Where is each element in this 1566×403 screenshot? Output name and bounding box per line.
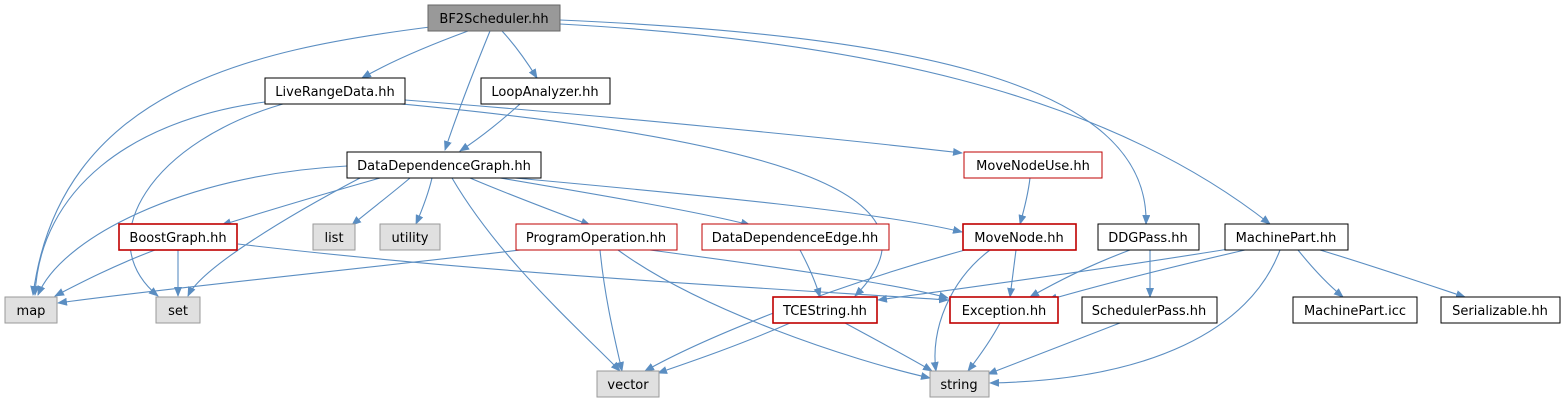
node-label: Exception.hh [962, 304, 1047, 319]
node-movenodeuse[interactable]: MoveNodeUse.hh [963, 151, 1103, 179]
edge-bf2scheduler-ddgpass [559, 19, 1151, 225]
node-datadependenceedge[interactable]: DataDependenceEdge.hh [701, 223, 890, 251]
node-tcestring[interactable]: TCEString.hh [772, 296, 878, 324]
node-label: MachinePart.hh [1236, 231, 1337, 246]
edge-tcestring-vector [657, 322, 791, 374]
node-label: TCEString.hh [782, 304, 867, 319]
edge-boostgraph-map [54, 249, 156, 297]
node-exception[interactable]: Exception.hh [949, 296, 1059, 324]
edge-ddgpass-exception [1029, 249, 1131, 298]
node-label: set [168, 304, 188, 319]
node-boostgraph[interactable]: BoostGraph.hh [118, 223, 238, 251]
node-ddgpass[interactable]: DDGPass.hh [1097, 223, 1200, 251]
node-label: vector [607, 378, 649, 393]
node-bf2scheduler[interactable]: BF2Scheduler.hh [427, 4, 561, 32]
edge-bf2scheduler-ddg [444, 30, 491, 151]
edge-schedulerpass-string [987, 322, 1121, 375]
edge-loopanalyzer-ddg [459, 103, 521, 152]
node-machinepart[interactable]: MachinePart.hh [1224, 223, 1349, 251]
edge-exception-string [967, 322, 1001, 372]
node-string[interactable]: string [929, 370, 990, 398]
node-label: LiveRangeData.hh [275, 85, 394, 100]
edge-ddg-programoperation [469, 177, 591, 226]
node-label: map [17, 304, 46, 319]
edge-programoperation-map [57, 249, 521, 306]
node-label: DataDependenceGraph.hh [357, 159, 531, 174]
edge-liverangedata-movenodeuse [404, 99, 963, 156]
node-label: list [324, 231, 343, 246]
node-liverangedata[interactable]: LiveRangeData.hh [264, 77, 406, 105]
edge-bf2scheduler-liverangedata [361, 30, 469, 79]
node-movenode[interactable]: MoveNode.hh [962, 223, 1077, 251]
node-list[interactable]: list [312, 223, 356, 251]
node-machinepart-icc[interactable]: MachinePart.icc [1292, 296, 1418, 324]
edge-ddg-datadependenceedge [499, 177, 751, 227]
edge-ddg-utility [415, 177, 433, 225]
edge-ddg-vector [451, 177, 621, 372]
edge-machinepart-string [989, 249, 1281, 387]
edge-tcestring-string [844, 322, 933, 372]
edge-datadependenceedge-tcestring [799, 249, 822, 298]
edge-ddg-list [351, 177, 411, 226]
edge-liverangedata-tcestring [379, 101, 883, 297]
node-set[interactable]: set [155, 296, 201, 324]
edge-bf2scheduler-map [30, 26, 431, 296]
edge-ddg-movenode [514, 177, 963, 234]
node-datadependencegraph[interactable]: DataDependenceGraph.hh [346, 151, 542, 179]
node-label: DataDependenceEdge.hh [712, 231, 879, 246]
edge-movenode-vector [644, 249, 966, 372]
node-label: ProgramOperation.hh [526, 231, 666, 246]
node-label: MoveNode.hh [974, 231, 1063, 246]
edge-movenodeuse-movenode [1018, 177, 1031, 225]
node-programoperation[interactable]: ProgramOperation.hh [515, 223, 678, 251]
edge-machinepart-exception [1047, 249, 1246, 302]
node-loopanalyzer[interactable]: LoopAnalyzer.hh [480, 77, 611, 105]
node-map[interactable]: map [4, 296, 58, 324]
edge-ddg-map [37, 165, 348, 296]
node-label: DDGPass.hh [1108, 231, 1187, 246]
edge-liverangedata-map [31, 101, 266, 296]
node-label: string [940, 378, 977, 393]
edge-ddg-set [187, 177, 361, 297]
node-label: BoostGraph.hh [129, 231, 226, 246]
node-label: BF2Scheduler.hh [439, 12, 548, 27]
edge-machinepart-machinepart-icc [1297, 249, 1344, 298]
edge-machinepart-tcestring [877, 247, 1236, 303]
edge-ddg-boostgraph [221, 177, 381, 227]
node-label: SchedulerPass.hh [1092, 304, 1206, 319]
node-schedulerpass[interactable]: SchedulerPass.hh [1081, 296, 1218, 324]
edge-bf2scheduler-loopanalyzer [501, 30, 538, 79]
node-label: utility [392, 231, 429, 246]
edge-machinepart-serializable [1319, 249, 1466, 298]
edge-boostgraph-exception [237, 243, 949, 304]
node-label: MachinePart.icc [1304, 304, 1406, 319]
node-label: LoopAnalyzer.hh [491, 85, 598, 100]
edge-bf2scheduler-machinepart [559, 23, 1271, 225]
edge-liverangedata-set [129, 101, 291, 297]
edge-movenode-exception [1007, 249, 1017, 298]
node-serializable[interactable]: Serializable.hh [1440, 296, 1561, 324]
nodes: BF2Scheduler.hh LiveRangeData.hh LoopAna… [4, 4, 1561, 398]
node-vector[interactable]: vector [596, 370, 660, 398]
node-utility[interactable]: utility [379, 223, 441, 251]
edge-programoperation-vector [599, 249, 624, 372]
edges [30, 19, 1466, 387]
node-label: Serializable.hh [1452, 304, 1548, 319]
edge-movenode-string [930, 249, 991, 372]
node-label: MoveNodeUse.hh [976, 159, 1090, 174]
